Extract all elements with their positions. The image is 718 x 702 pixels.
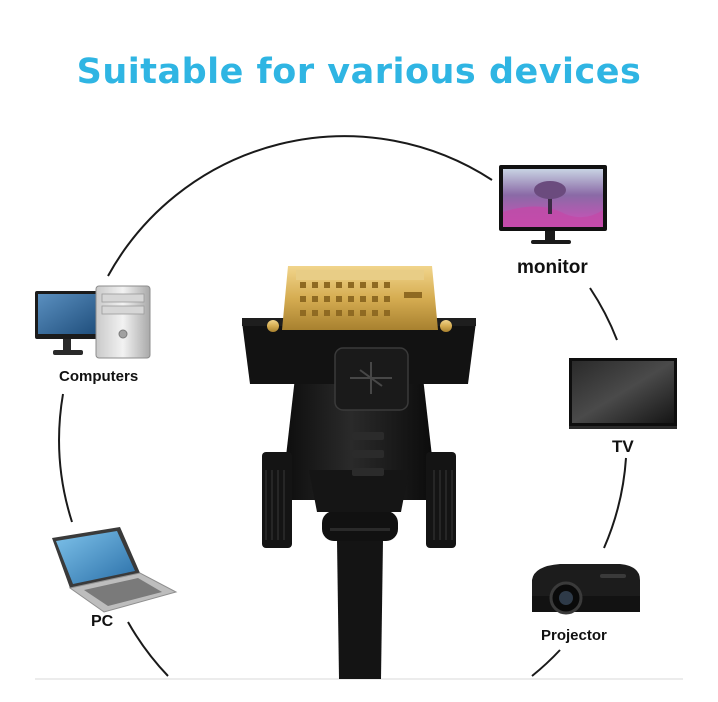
dvi-connector-image bbox=[242, 266, 476, 679]
arc-right bbox=[603, 457, 627, 549]
arc-top bbox=[107, 135, 493, 277]
arc-monitor-tv bbox=[589, 287, 618, 341]
projector-image bbox=[532, 564, 640, 615]
label-tv: TV bbox=[612, 437, 634, 456]
connection-circle bbox=[58, 135, 627, 677]
computers-image bbox=[35, 285, 151, 359]
arc-left bbox=[58, 393, 73, 523]
arc-bottom-left bbox=[127, 621, 169, 677]
tv-image bbox=[569, 358, 677, 429]
label-projector: Projector bbox=[541, 627, 607, 644]
pc-laptop-image bbox=[52, 527, 178, 613]
label-computers: Computers bbox=[59, 368, 139, 385]
headline: Suitable for various devices bbox=[76, 52, 642, 92]
label-pc: PC bbox=[91, 613, 114, 630]
arc-bottom-right bbox=[531, 649, 561, 677]
label-monitor: monitor bbox=[517, 257, 588, 278]
monitor-image bbox=[499, 165, 607, 244]
